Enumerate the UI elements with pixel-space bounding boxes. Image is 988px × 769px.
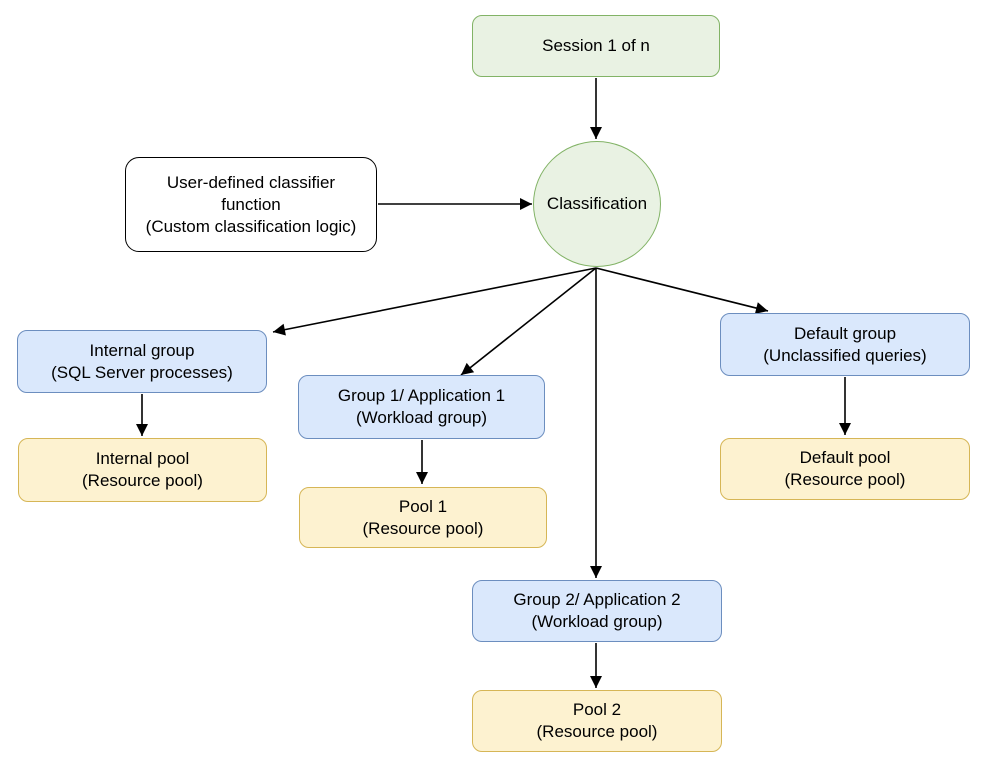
edge-classification-to-internal-group-arrow: [272, 267, 597, 336]
edge-classification-to-default-group-arrow: [595, 267, 769, 314]
group1-node: Group 1/ Application 1 (Workload group): [298, 375, 545, 439]
node-label: function: [221, 194, 281, 214]
pool1-node: Pool 1 (Resource pool): [299, 487, 547, 548]
node-label: Session 1 of n: [542, 36, 650, 55]
node-label: Default pool: [799, 448, 891, 467]
node-label: Group 1/ Application 1: [337, 386, 506, 405]
node-sublabel: (Workload group): [355, 408, 488, 427]
classifier-function-node: User-defined classifier function (Custom…: [125, 157, 377, 252]
default-group-node: Default group (Unclassified queries): [720, 313, 970, 376]
node-label: Group 2/ Application 2: [513, 590, 681, 609]
internal-pool-node: Internal pool (Resource pool): [18, 438, 267, 502]
node-label: User-defined classifier: [166, 172, 336, 192]
node-sublabel: (Resource pool): [536, 722, 658, 741]
node-sublabel: (Custom classification logic): [145, 216, 357, 236]
node-label: Default group: [793, 323, 897, 343]
node-label: Classification: [546, 194, 648, 213]
session-node: Session 1 of n: [472, 15, 720, 77]
node-sublabel: (SQL Server processes): [51, 362, 233, 382]
node-sublabel: (Unclassified queries): [763, 345, 927, 365]
node-sublabel: (Resource pool): [784, 470, 906, 489]
default-pool-node: Default pool (Resource pool): [720, 438, 970, 500]
edge-classification-to-group1-arrow: [460, 267, 597, 376]
node-sublabel: (Resource pool): [82, 471, 203, 490]
node-label: Pool 2: [572, 700, 622, 719]
classification-node: Classification: [533, 141, 661, 267]
node-sublabel: (Resource pool): [362, 518, 484, 538]
node-label: Internal group: [89, 340, 195, 360]
group2-node: Group 2/ Application 2 (Workload group): [472, 580, 722, 642]
node-label: Internal pool: [95, 449, 190, 468]
internal-group-node: Internal group (SQL Server processes): [17, 330, 267, 393]
pool2-node: Pool 2 (Resource pool): [472, 690, 722, 752]
node-label: Pool 1: [398, 496, 448, 516]
node-sublabel: (Workload group): [531, 612, 663, 631]
